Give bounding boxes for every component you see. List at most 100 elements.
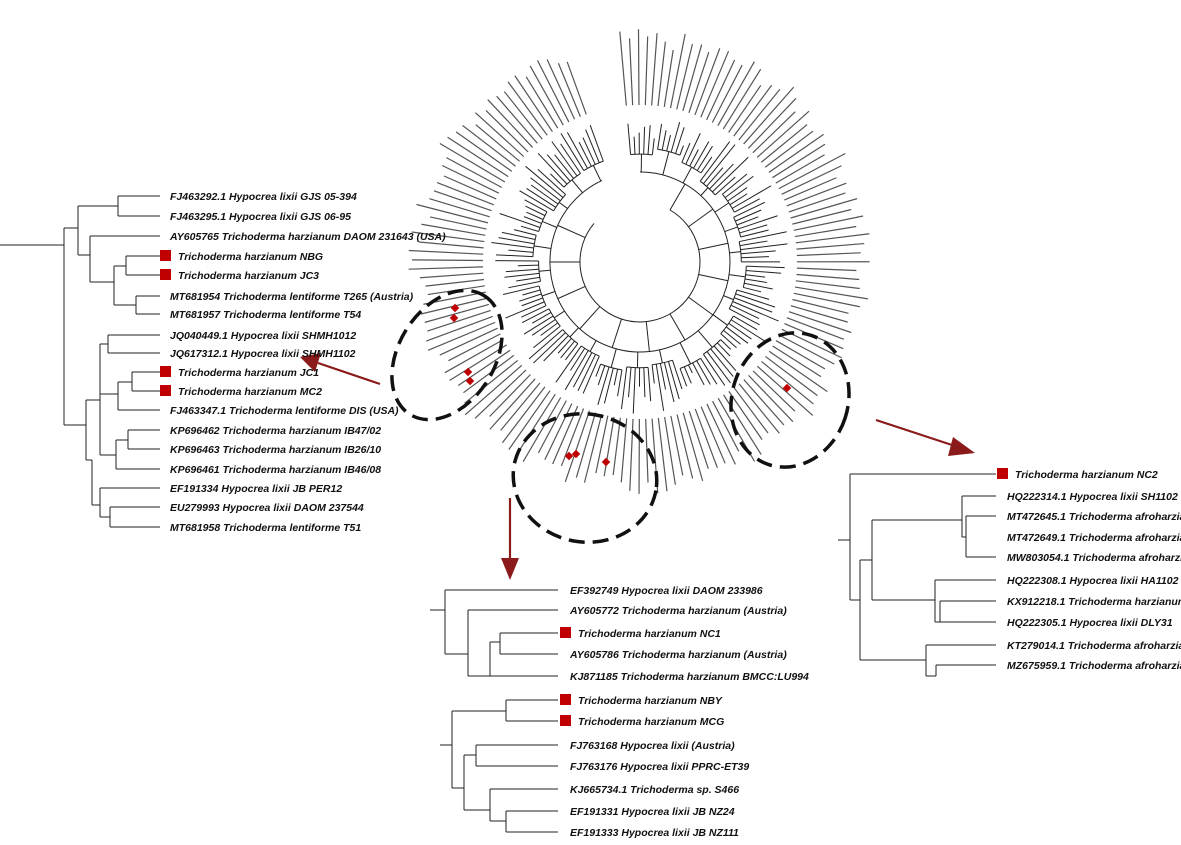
radial-branch [662,151,670,176]
radial-tip-label [794,225,857,238]
radial-branch [513,229,537,236]
radial-branch [557,224,586,239]
taxon-label: MZ675959.1 Trichoderma afroharzianum [1007,660,1181,672]
radial-branch [667,361,680,400]
radial-tip-label [508,390,551,450]
radial-isolate-marker [601,457,611,467]
study-isolate-marker [160,250,171,261]
radial-tip-label [793,215,864,231]
radial-branch [729,193,748,206]
taxon-label: MT681958 Trichoderma lentiforme T51 [170,522,361,534]
radial-tip-label [772,143,826,179]
radial-branch [696,360,711,385]
bottom-subtree-panel: EF392749 Hypocrea lixii DAOM 233986AY605… [430,585,809,839]
radial-branch [735,293,776,308]
radial-branch [627,123,632,155]
radial-branch [722,173,748,195]
study-isolate-marker [560,694,571,705]
radial-branch [533,332,566,364]
radial-branch [505,301,545,319]
radial-branch [681,142,691,163]
radial-branch [495,254,533,258]
radial-tip-label [795,280,860,290]
radial-branch [724,175,754,199]
radial-tip-label [517,393,556,453]
left-subtree-panel: FJ463292.1 Hypocrea lixii GJS 05-394FJ46… [0,191,446,534]
radial-branch [589,124,604,162]
radial-branch [526,211,544,220]
radial-tip-label [794,286,869,300]
radial-tip-label [489,378,536,430]
radial-branch [558,201,568,209]
radial-tip-label [712,400,740,452]
radial-branch [546,154,571,182]
radial-tip-label [761,360,814,405]
taxon-label: Trichoderma harzianum NC1 [578,628,721,640]
radial-tip-label [427,321,496,351]
radial-branch [519,190,554,212]
radial-tip-label [449,344,507,381]
radial-branch [736,289,770,300]
radial-tip-label [595,415,609,474]
radial-branch [585,129,600,163]
radial-isolate-marker [450,303,460,313]
radial-tip-label [455,131,513,172]
radial-isolate-marker [465,376,475,386]
radial-branch [657,123,663,150]
radial-tip-label [447,136,509,178]
radial-branch [589,340,597,352]
radial-tip-label [416,203,489,224]
radial-tip-label [760,124,808,163]
radial-tip-label [496,95,538,144]
radial-branch [746,265,785,269]
radial-branch [617,369,623,397]
radial-branch [700,187,709,196]
radial-tip-label [426,315,493,342]
callout-arrows [300,353,975,580]
radial-branch [643,367,646,398]
radial-branch [734,297,773,313]
radial-tip-label [784,177,837,201]
radial-branch [610,348,617,368]
radial-tip-label [462,125,516,167]
radial-tip-label [747,97,797,149]
radial-tip-label [464,359,519,404]
radial-branch [689,149,699,167]
radial-branch [700,156,713,174]
taxon-label: Trichoderma harzianum JC1 [178,367,319,379]
radial-branch [517,264,539,267]
radial-branch [550,173,565,188]
radial-tip-label [546,59,576,120]
radial-branch [569,327,579,338]
taxon-label: Trichoderma harzianum MCG [578,716,724,728]
radial-branch [720,333,737,349]
radial-tip-label [629,418,634,491]
clade-highlight-circles [390,288,851,545]
radial-branch [712,314,728,326]
radial-tip-label [733,387,769,434]
radial-tip-label [700,406,726,464]
radial-branch [744,278,768,284]
radial-tip-label [788,192,846,213]
radial-branch [692,362,705,386]
study-isolate-marker [160,366,171,377]
radial-branch [734,198,760,213]
radial-tip-label [756,110,810,158]
radial-branch [733,315,758,331]
radial-isolate-marker [571,449,581,459]
radial-branch [679,342,692,365]
radial-branch [520,225,539,233]
radial-branch [498,237,535,245]
taxon-label: Trichoderma harzianum NBY [578,695,723,707]
radial-branch [541,291,556,297]
radial-branch [592,165,602,182]
radial-tip-label [436,182,495,206]
radial-tip-label [676,414,694,479]
radial-isolate-marker [463,367,473,377]
taxon-label: KP696463 Trichoderma harzianum IB26/10 [170,444,381,456]
radial-tip-label [421,223,486,236]
radial-tip-label [778,152,846,190]
taxon-label: EU279993 Hypocrea lixii DAOM 237544 [170,502,364,514]
radial-branch [570,348,586,371]
